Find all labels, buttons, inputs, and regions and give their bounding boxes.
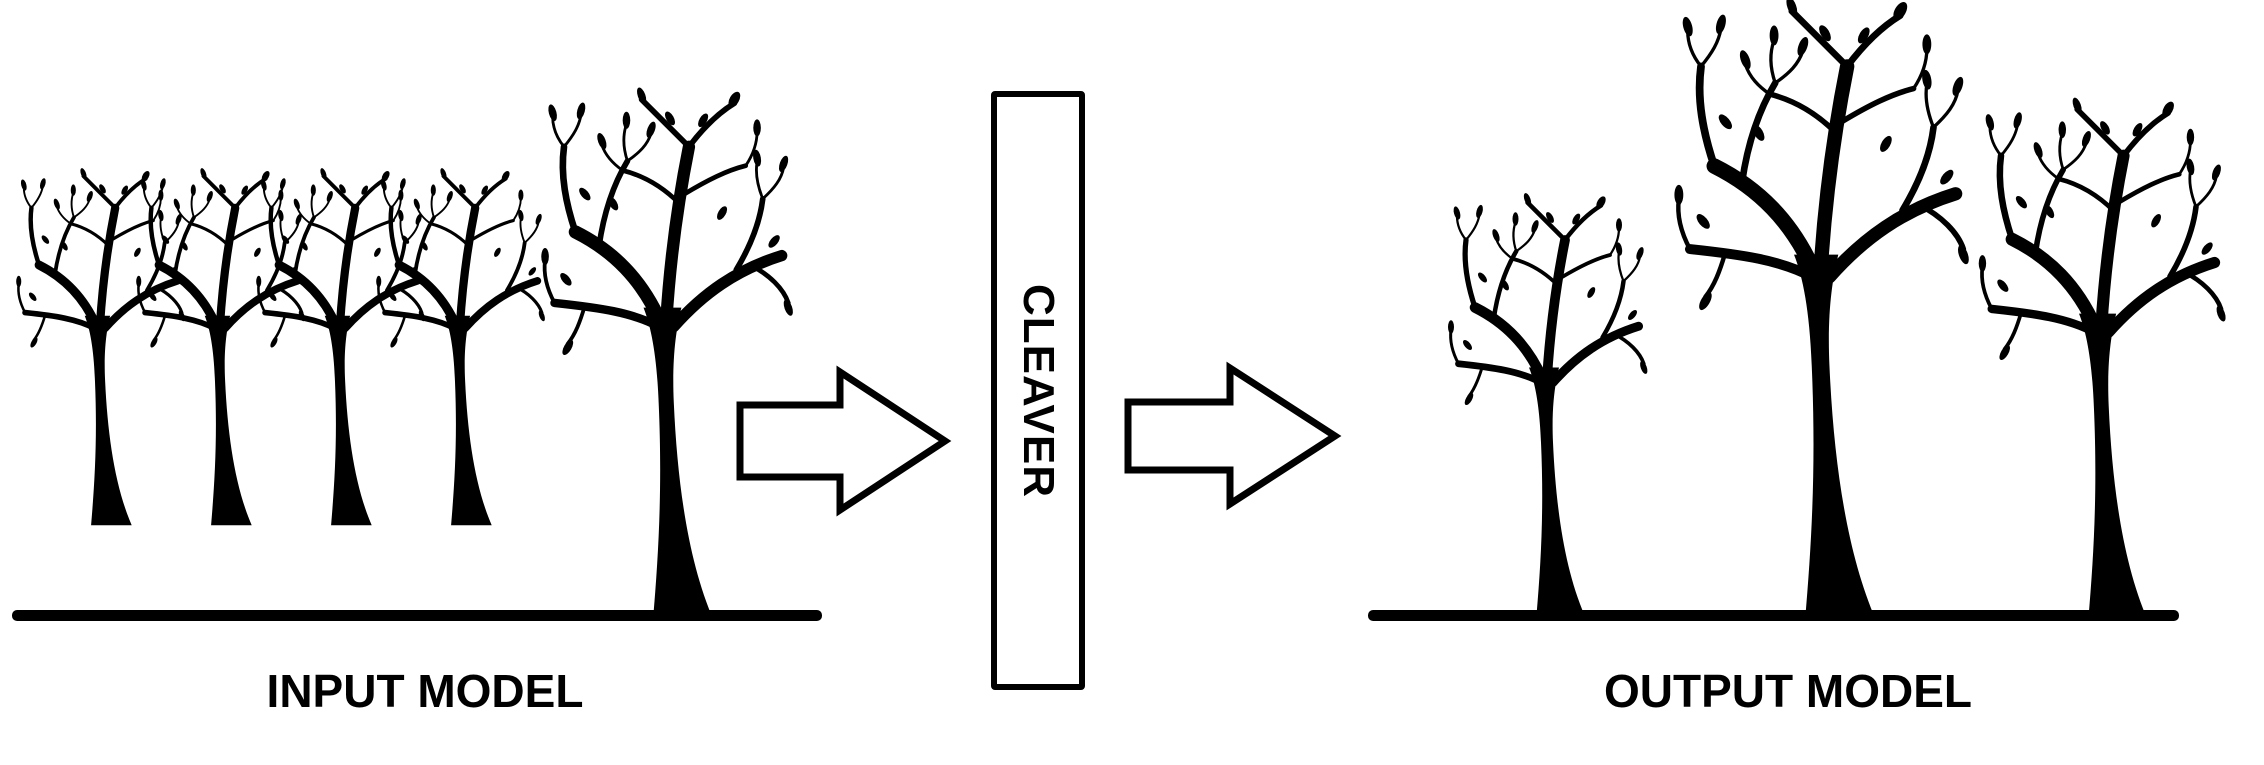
output-model-caption: OUTPUT MODEL [1604,665,1972,717]
output-tree-right [1979,96,2228,620]
output-ground-line [1368,610,2179,621]
cleaver-label: CLEAVER [1014,283,1063,498]
input-model-caption: INPUT MODEL [266,665,584,717]
output-tree-center [1674,0,1971,620]
cleaver-process-box: CLEAVER [991,91,1085,690]
input-tree-5 [541,86,794,620]
input-model [12,86,822,621]
right-arrow-outline-icon [1124,361,1342,511]
right-arrow-outline-icon [736,365,952,517]
input-tree-1 [16,167,186,525]
output-tree-left [1448,192,1649,615]
input-ground-line [12,610,822,621]
output-model [1368,0,2227,621]
